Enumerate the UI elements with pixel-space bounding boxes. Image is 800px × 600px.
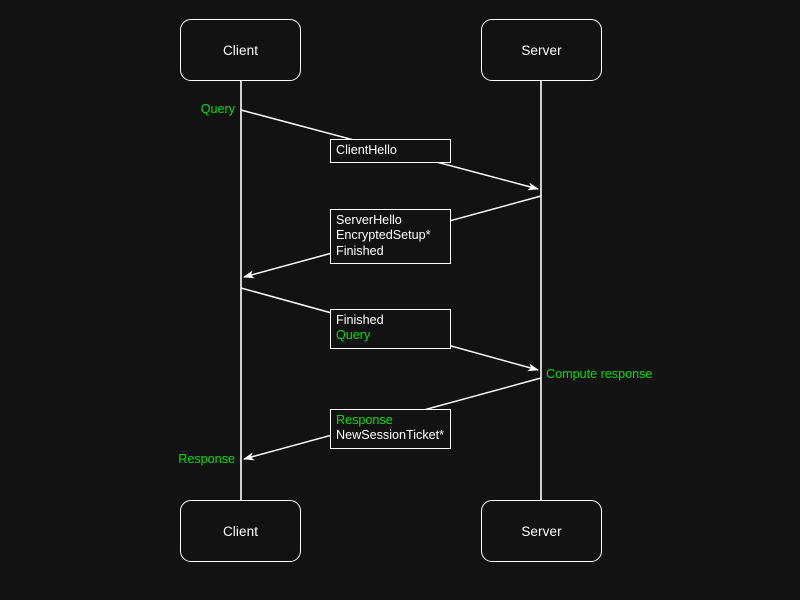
message-line: NewSessionTicket* [336,428,445,443]
message-line: EncryptedSetup* [336,228,431,243]
actor-label-client-bottom: Client [222,523,259,539]
message-line: Finished [336,313,384,327]
message-box-finished-query[interactable]: Finished Query [330,309,451,349]
message-line: Finished [336,243,384,258]
message-line: Response [336,413,393,427]
actor-label-server-top: Server [521,42,562,58]
message-line: ClientHello [336,143,397,157]
message-box-response-ticket[interactable]: Response NewSessionTicket* [330,409,451,449]
actor-label-client-top: Client [222,42,259,58]
actor-box-client-bottom[interactable]: Client [180,500,301,562]
side-label-compute-response: Compute response [546,367,653,381]
message-box-server-hello[interactable]: ServerHello EncryptedSetup* Finished [330,209,451,264]
message-line: ServerHello [336,213,402,227]
side-label-query: Query [200,102,235,116]
actor-label-server-bottom: Server [521,523,562,539]
side-label-response: Response [178,452,235,466]
message-line: Query [336,328,371,343]
actor-box-server-bottom[interactable]: Server [481,500,602,562]
actor-box-server-top[interactable]: Server [481,19,602,81]
message-box-client-hello[interactable]: ClientHello [330,139,451,164]
actor-box-client-top[interactable]: Client [180,19,301,81]
